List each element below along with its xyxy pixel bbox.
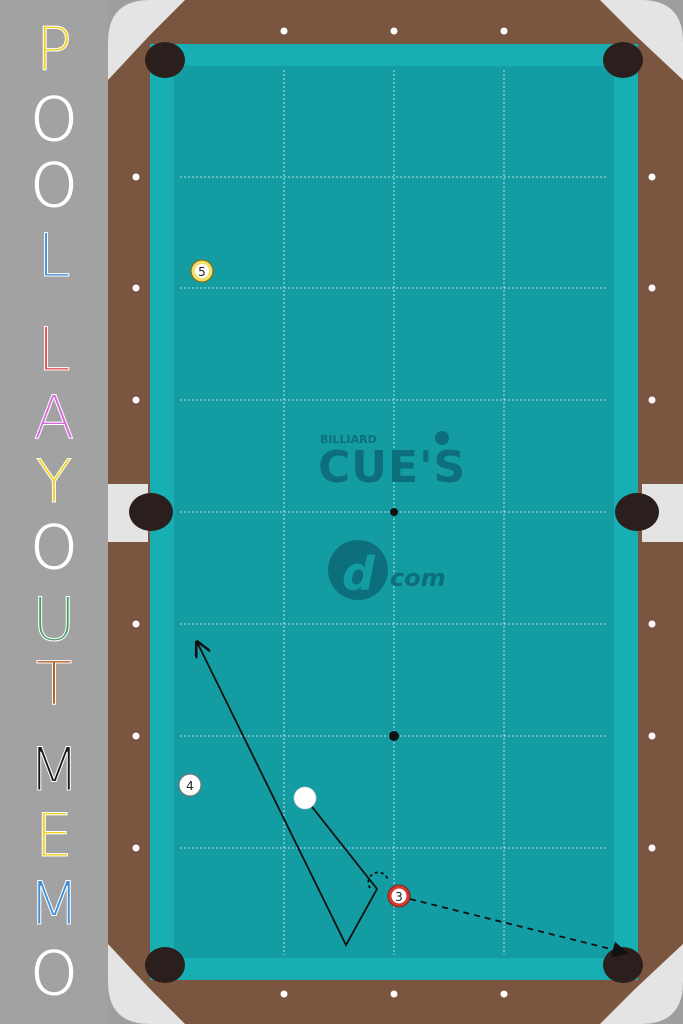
- title-letter-7: Y: [35, 447, 73, 517]
- rail-corner-bottom-left: [108, 944, 185, 1024]
- title-sidebar: [0, 0, 108, 1024]
- pocket-bottom-left: [145, 947, 185, 983]
- center-spot: [390, 508, 398, 516]
- title-letter-2: O: [30, 85, 78, 155]
- logo-sub-text: com: [390, 564, 446, 592]
- diamond-marker-4: [390, 990, 398, 998]
- diamond-marker-5: [500, 27, 508, 35]
- diamond-marker-2: [280, 990, 288, 998]
- shot-path: [197, 642, 629, 958]
- diamond-marker-6: [500, 990, 508, 998]
- diamond-marker-10: [648, 284, 656, 292]
- rail-diamonds: [132, 27, 656, 998]
- diamond-marker-15: [132, 732, 140, 740]
- object-ball-path: [409, 898, 629, 958]
- diamond-marker-13: [132, 620, 140, 628]
- pocket-top-right: [603, 42, 643, 78]
- ghost-ball-outline: [367, 871, 389, 889]
- rail-corner-top-right: [600, 0, 683, 80]
- diamond-marker-8: [648, 173, 656, 181]
- title-letter-6: A: [33, 383, 75, 453]
- logo-mark-circle: [328, 540, 388, 600]
- title-letter-4: L: [37, 221, 71, 291]
- cue-ball-path: [197, 642, 379, 947]
- title-letter-12: E: [35, 801, 74, 871]
- cue-ball[interactable]: [293, 786, 317, 810]
- ball-5-number: 5: [198, 265, 206, 279]
- diamond-marker-11: [132, 396, 140, 404]
- title-letter-10: T: [35, 649, 73, 719]
- pockets: [129, 42, 659, 983]
- title-letter-1: P: [35, 15, 73, 85]
- diamond-marker-18: [648, 844, 656, 852]
- pocket-top-left: [145, 42, 185, 78]
- diamond-marker-16: [648, 732, 656, 740]
- diamond-marker-3: [390, 27, 398, 35]
- billiard-cues-logo: BILLIARD CUE'S d com: [318, 431, 466, 601]
- pocket-side-right: [615, 493, 659, 531]
- pocket-side-left: [129, 493, 173, 531]
- diamond-marker-12: [648, 396, 656, 404]
- diamond-marker-17: [132, 844, 140, 852]
- title-letter-3: O: [30, 151, 78, 221]
- title-letter-9: U: [32, 585, 77, 655]
- title-letter-13: M: [28, 869, 81, 939]
- ball-4[interactable]: 4: [178, 773, 202, 797]
- rail-corner-top-left: [108, 0, 185, 80]
- diamond-marker-14: [648, 620, 656, 628]
- ball-3[interactable]: 3: [387, 884, 411, 908]
- rail-corner-bottom-right: [600, 944, 683, 1024]
- title-letter-5: L: [37, 315, 71, 385]
- title-letter-8: O: [30, 513, 78, 583]
- diamond-marker-7: [132, 173, 140, 181]
- ball-3-number: 3: [395, 890, 403, 904]
- pocket-bottom-right: [603, 947, 643, 983]
- title-letter-11: M: [28, 735, 81, 805]
- diamond-marker-9: [132, 284, 140, 292]
- logo-mark-letter: d: [342, 547, 376, 601]
- grid-lines: [180, 70, 608, 955]
- diamond-marker-1: [280, 27, 288, 35]
- logo-big-text: CUE'S: [318, 442, 466, 493]
- ball-4-number: 4: [186, 779, 194, 793]
- title-letter-14: O: [30, 939, 78, 1009]
- ball-5[interactable]: 5: [190, 259, 214, 283]
- logo-small-text: BILLIARD: [320, 433, 377, 446]
- foot-spot: [389, 731, 399, 741]
